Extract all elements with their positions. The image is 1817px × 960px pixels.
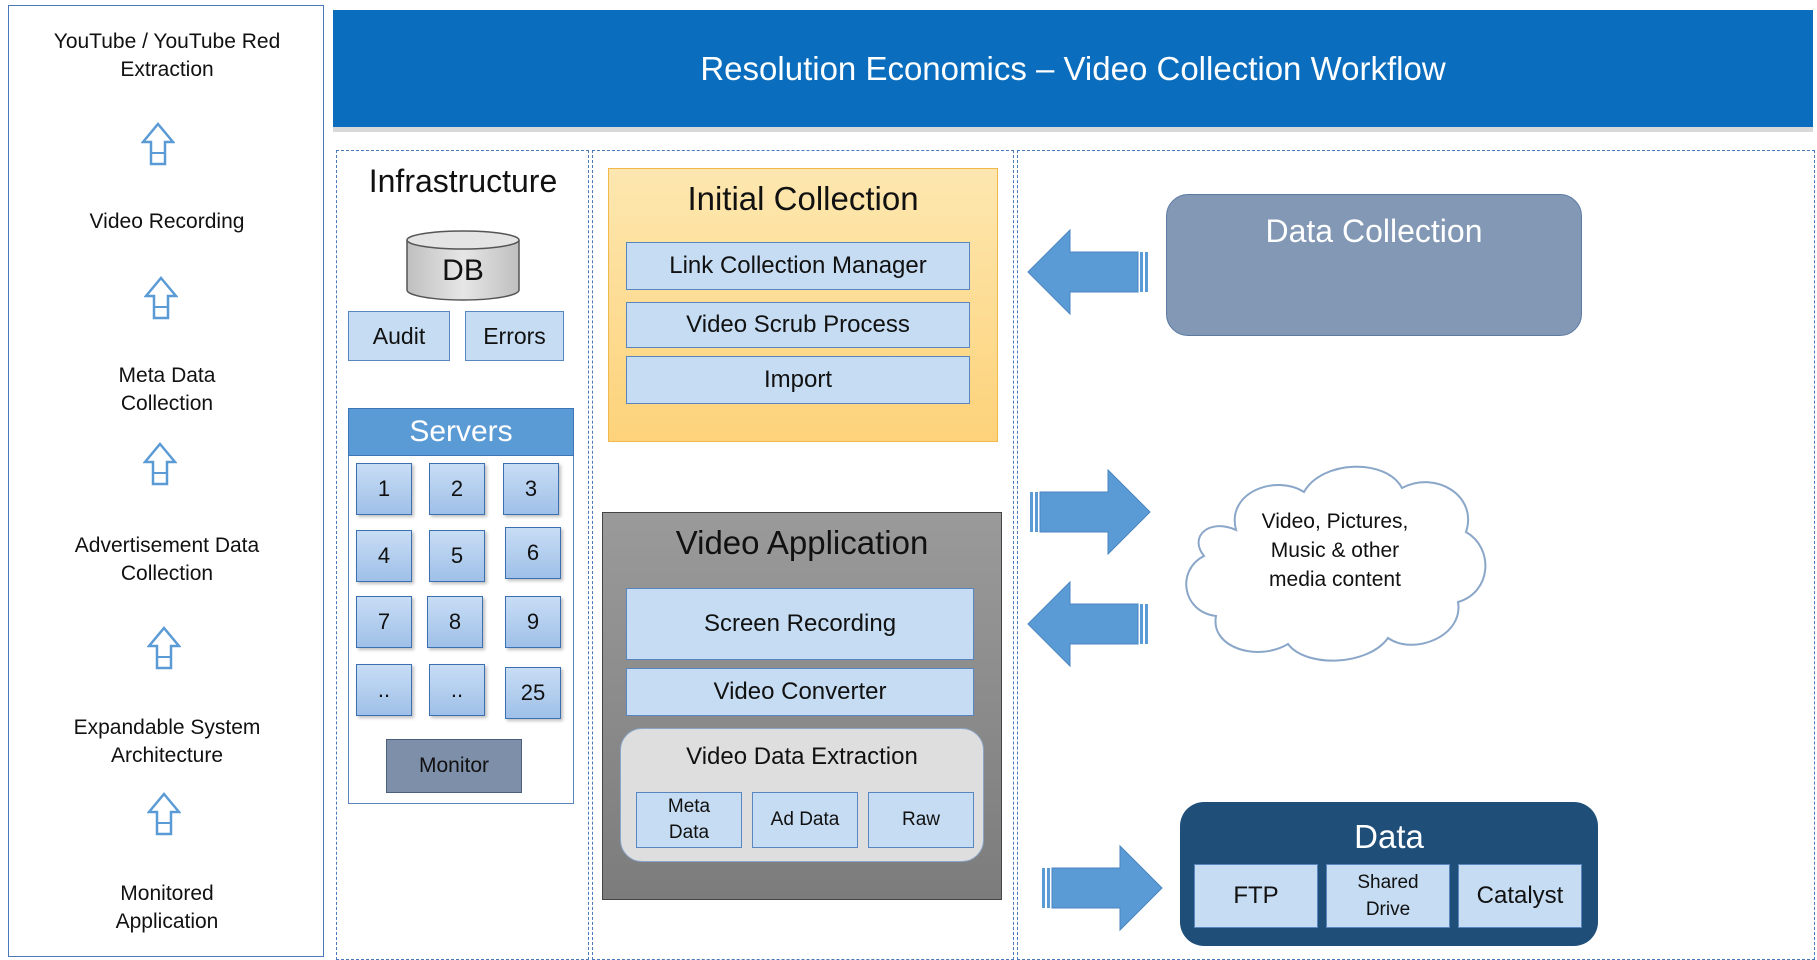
ftp-box: FTP [1194,864,1318,928]
video-application-title: Video Application [675,524,929,561]
cloud-text: Video, Pictures, Music & other media con… [1261,509,1409,591]
catalyst-box: Catalyst [1458,864,1582,928]
data-collection-label: Data Collection [1265,212,1483,249]
workflow-step-video-recording: Video Recording [89,210,245,233]
audit-box: Audit [348,311,450,361]
ad-data-box: Ad Data [752,792,858,848]
cloud-icon [1185,465,1487,662]
db-label: DB [442,254,484,287]
servers-title: Servers [348,408,574,456]
workflow-step-monitored: Monitored Application [115,882,219,933]
up-arrow-icon [147,792,181,836]
workflow-step-extraction: YouTube / YouTube Red Extraction [53,30,281,81]
up-arrow-icon [147,626,181,670]
left-arrow-icon [1027,228,1148,316]
meta-data-box: Meta Data [636,792,742,848]
up-arrow-icon [143,442,177,486]
import-box: Import [626,356,970,404]
infrastructure-title: Infrastructure [368,162,558,199]
initial-collection-title: Initial Collection [687,180,919,217]
video-scrub-process: Video Scrub Process [626,302,970,348]
right-arrow-icon [1042,844,1163,932]
screen-recording-box: Screen Recording [626,588,974,660]
video-converter-box: Video Converter [626,668,974,716]
server-tile: 8 [427,596,483,648]
page-title-banner: Resolution Economics – Video Collection … [333,10,1813,132]
server-tile: .. [429,664,485,716]
link-collection-manager: Link Collection Manager [626,242,970,290]
server-tile: 4 [356,530,412,582]
left-arrow-icon [1027,580,1148,668]
errors-box: Errors [465,311,564,361]
right-arrow-icon [1030,468,1151,556]
server-tile: 6 [505,527,561,579]
up-arrow-icon [144,276,178,320]
monitor-button[interactable]: Monitor [386,739,522,793]
workflow-step-expandable: Expandable System Architecture [73,716,261,767]
server-tile: 2 [429,463,485,515]
server-tile: 7 [356,596,412,648]
server-tile: .. [356,664,412,716]
server-tile: 1 [356,463,412,515]
server-tile: 5 [429,530,485,582]
server-tile: 3 [503,463,559,515]
workflow-step-meta-data: Meta Data Collection [118,364,216,415]
workflow-panel: YouTube / YouTube Red Extraction Video R… [8,5,324,957]
video-data-extraction-title: Video Data Extraction [686,743,918,770]
page-title: Resolution Economics – Video Collection … [700,49,1446,87]
server-tile: 9 [505,596,561,648]
database-icon [406,230,520,301]
up-arrow-icon [141,122,175,166]
shared-drive-box: Shared Drive [1326,864,1450,928]
raw-box: Raw [868,792,974,848]
data-collection-box [1166,194,1582,336]
data-title: Data [1354,818,1424,855]
workflow-step-advertisement: Advertisement Data Collection [74,534,260,585]
server-tile: 25 [505,667,561,719]
